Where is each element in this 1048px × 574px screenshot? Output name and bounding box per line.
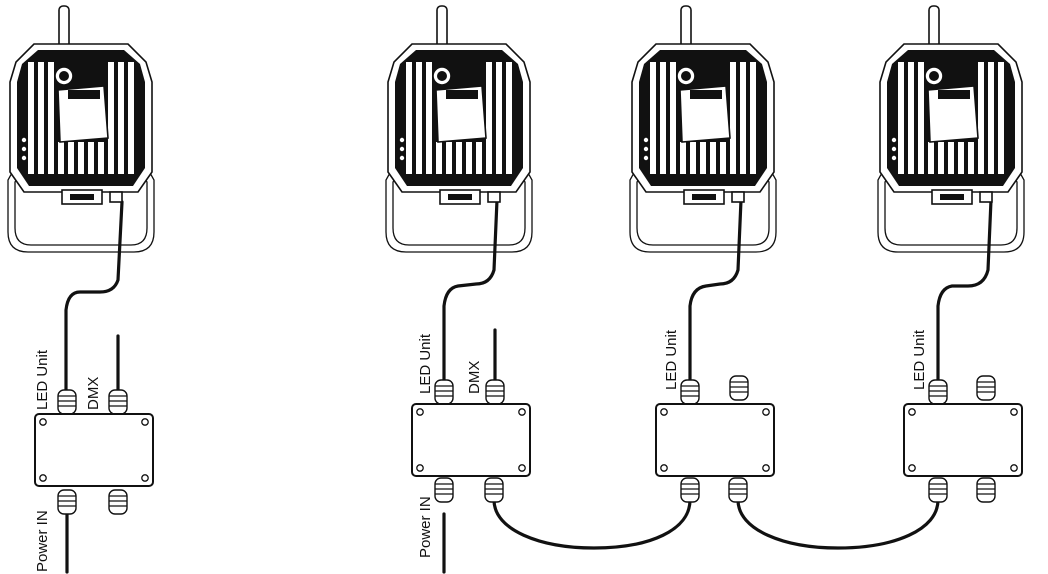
label-dmx-1: DMX bbox=[85, 377, 102, 410]
label-led-unit-4: LED Unit bbox=[911, 329, 928, 390]
label-led-unit-3: LED Unit bbox=[663, 329, 680, 390]
cable-box3-to-box4 bbox=[736, 498, 940, 550]
label-led-unit-1: LED Unit bbox=[34, 349, 51, 410]
junction-box-4 bbox=[903, 375, 1023, 503]
fixture-3 bbox=[629, 5, 777, 253]
label-power-in-2: Power IN bbox=[417, 496, 434, 558]
fixture-4 bbox=[877, 5, 1025, 253]
junction-box-2 bbox=[411, 379, 531, 503]
cable-box2-to-box3 bbox=[492, 498, 692, 550]
cable-fixture3-to-box3 bbox=[688, 198, 743, 394]
label-dmx-2: DMX bbox=[466, 361, 483, 394]
fixture-1 bbox=[7, 5, 155, 253]
label-led-unit-2: LED Unit bbox=[417, 333, 434, 394]
cable-fixture1-to-box1 bbox=[64, 200, 124, 392]
junction-box-3 bbox=[655, 375, 775, 503]
cables bbox=[64, 198, 993, 574]
cable-fixture4-to-box4 bbox=[936, 198, 993, 394]
cable-fixture2-to-box2 bbox=[442, 198, 499, 392]
label-power-in-1: Power IN bbox=[34, 510, 51, 572]
fixture-2 bbox=[385, 5, 533, 253]
